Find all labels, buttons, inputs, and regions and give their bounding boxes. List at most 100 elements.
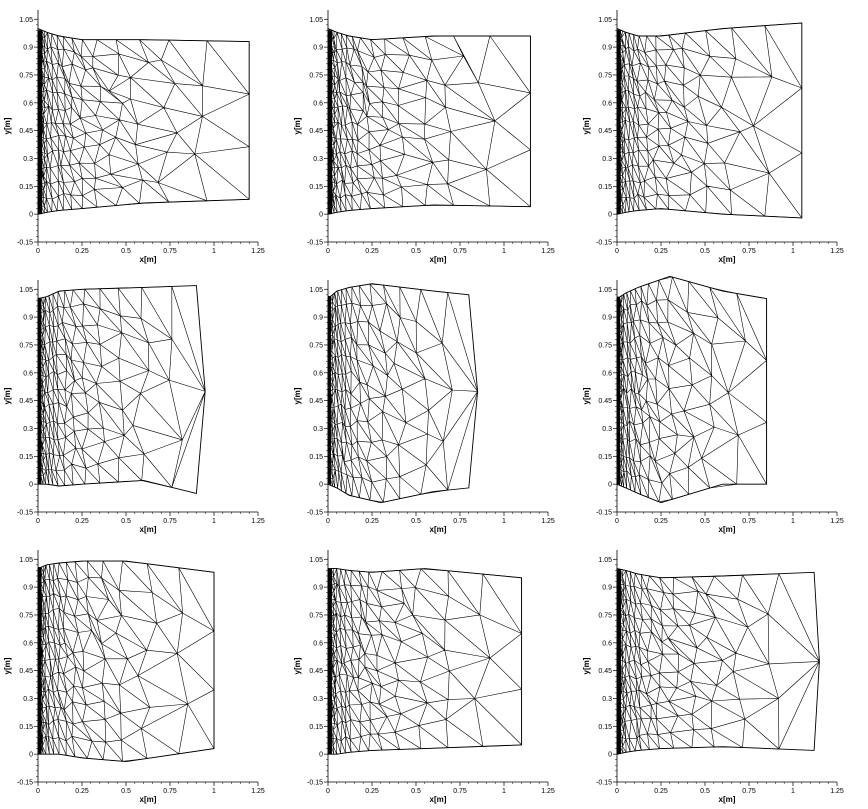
mesh-outer-boundary (37, 285, 206, 494)
y-tick-label: 0 (608, 752, 612, 759)
y-tick-label: 1.05 (19, 557, 33, 564)
x-axis-title: x[m] (140, 255, 157, 264)
y-axis-title: y[m] (3, 657, 12, 674)
x-tick-label: 0.75 (453, 248, 467, 255)
x-axis-title: x[m] (430, 525, 447, 534)
mesh-outer-boundary (37, 27, 250, 215)
y-tick-label: 1.05 (598, 287, 612, 294)
y-tick-label: 0.9 (313, 315, 323, 322)
triangular-mesh-2 (327, 27, 531, 215)
x-axis-title: x[m] (140, 795, 157, 804)
mesh-edges (616, 276, 767, 503)
y-axis-title: y[m] (3, 117, 12, 134)
y-tick-label: 0.75 (309, 342, 323, 349)
y-tick-label: 0 (608, 212, 612, 219)
mesh-outer-boundary (616, 22, 803, 219)
x-tick-label: 0.5 (411, 518, 421, 525)
y-axis-title: y[m] (582, 387, 591, 404)
y-tick-label: 0.15 (309, 454, 323, 461)
x-axis-title: x[m] (719, 255, 736, 264)
y-tick-label: 0 (29, 482, 33, 489)
x-tick-label: 1.25 (830, 248, 844, 255)
y-tick-label: 0.9 (23, 45, 33, 52)
mesh-edges (616, 568, 820, 755)
y-tick-label: 0.9 (602, 585, 612, 592)
triangular-mesh-8 (327, 568, 523, 755)
y-tick-label: 0.3 (313, 696, 323, 703)
y-tick-label: 0.45 (598, 398, 612, 405)
y-tick-label: 0.45 (309, 668, 323, 675)
y-tick-label: 0.75 (598, 612, 612, 619)
triangular-mesh-5 (327, 283, 479, 504)
y-tick-label: 0 (608, 482, 612, 489)
x-tick-label: 0.75 (163, 248, 177, 255)
y-tick-label: 0.45 (19, 668, 33, 675)
mesh-outer-boundary (327, 283, 479, 504)
x-tick-label: 1 (502, 788, 506, 795)
y-tick-label: 0.75 (309, 612, 323, 619)
y-tick-label: 0.15 (19, 184, 33, 191)
x-tick-label: 1 (212, 518, 216, 525)
x-axis-title: x[m] (430, 795, 447, 804)
dense-mesh-region (617, 296, 620, 485)
y-axis-title: y[m] (582, 657, 591, 674)
y-tick-label: -0.15 (17, 780, 33, 787)
y-tick-label: 0.15 (19, 454, 33, 461)
y-tick-label: 0.3 (23, 156, 33, 163)
x-tick-label: 0.5 (700, 788, 710, 795)
y-tick-label: 0.3 (313, 156, 323, 163)
mesh-outer-boundary (37, 560, 215, 763)
y-tick-label: 0.9 (313, 585, 323, 592)
y-tick-label: 0.6 (313, 370, 323, 377)
y-tick-label: 0.45 (309, 128, 323, 135)
x-tick-label: 0.25 (365, 248, 379, 255)
y-tick-label: -0.15 (307, 240, 323, 247)
dense-mesh-region (328, 296, 331, 485)
x-tick-label: 1.25 (541, 788, 555, 795)
x-tick-label: 1 (791, 248, 795, 255)
y-tick-label: 0.6 (602, 370, 612, 377)
x-tick-label: 1.25 (251, 248, 265, 255)
mesh-outer-boundary (616, 568, 820, 755)
x-tick-label: 0 (615, 518, 619, 525)
x-tick-label: 0 (326, 518, 330, 525)
x-tick-label: 0.75 (453, 518, 467, 525)
y-tick-label: -0.15 (17, 510, 33, 517)
x-tick-label: 0.75 (163, 788, 177, 795)
y-tick-label: 0.3 (602, 156, 612, 163)
y-tick-label: 0.6 (23, 370, 33, 377)
y-tick-label: 0.9 (602, 315, 612, 322)
y-tick-label: 0.15 (309, 184, 323, 191)
y-tick-label: 0.3 (602, 696, 612, 703)
y-tick-label: 0.75 (19, 342, 33, 349)
y-tick-label: 0.45 (309, 398, 323, 405)
y-tick-label: 0.45 (598, 128, 612, 135)
y-tick-label: 0.6 (602, 100, 612, 107)
y-tick-label: 0.9 (23, 315, 33, 322)
y-tick-label: 0.75 (598, 342, 612, 349)
y-tick-label: -0.15 (307, 510, 323, 517)
x-axis-title: x[m] (140, 525, 157, 534)
x-tick-label: 0 (615, 788, 619, 795)
x-tick-label: 0 (36, 788, 40, 795)
triangular-mesh-9 (616, 568, 820, 755)
y-tick-label: 1.05 (309, 17, 323, 24)
x-tick-label: 0.25 (75, 518, 89, 525)
y-tick-label: 1.05 (598, 557, 612, 564)
y-tick-label: 0.75 (19, 612, 33, 619)
x-tick-label: 1.25 (830, 788, 844, 795)
y-tick-label: 0.75 (309, 72, 323, 79)
y-tick-label: 0.9 (23, 585, 33, 592)
x-tick-label: 0 (36, 518, 40, 525)
y-tick-label: -0.15 (17, 240, 33, 247)
